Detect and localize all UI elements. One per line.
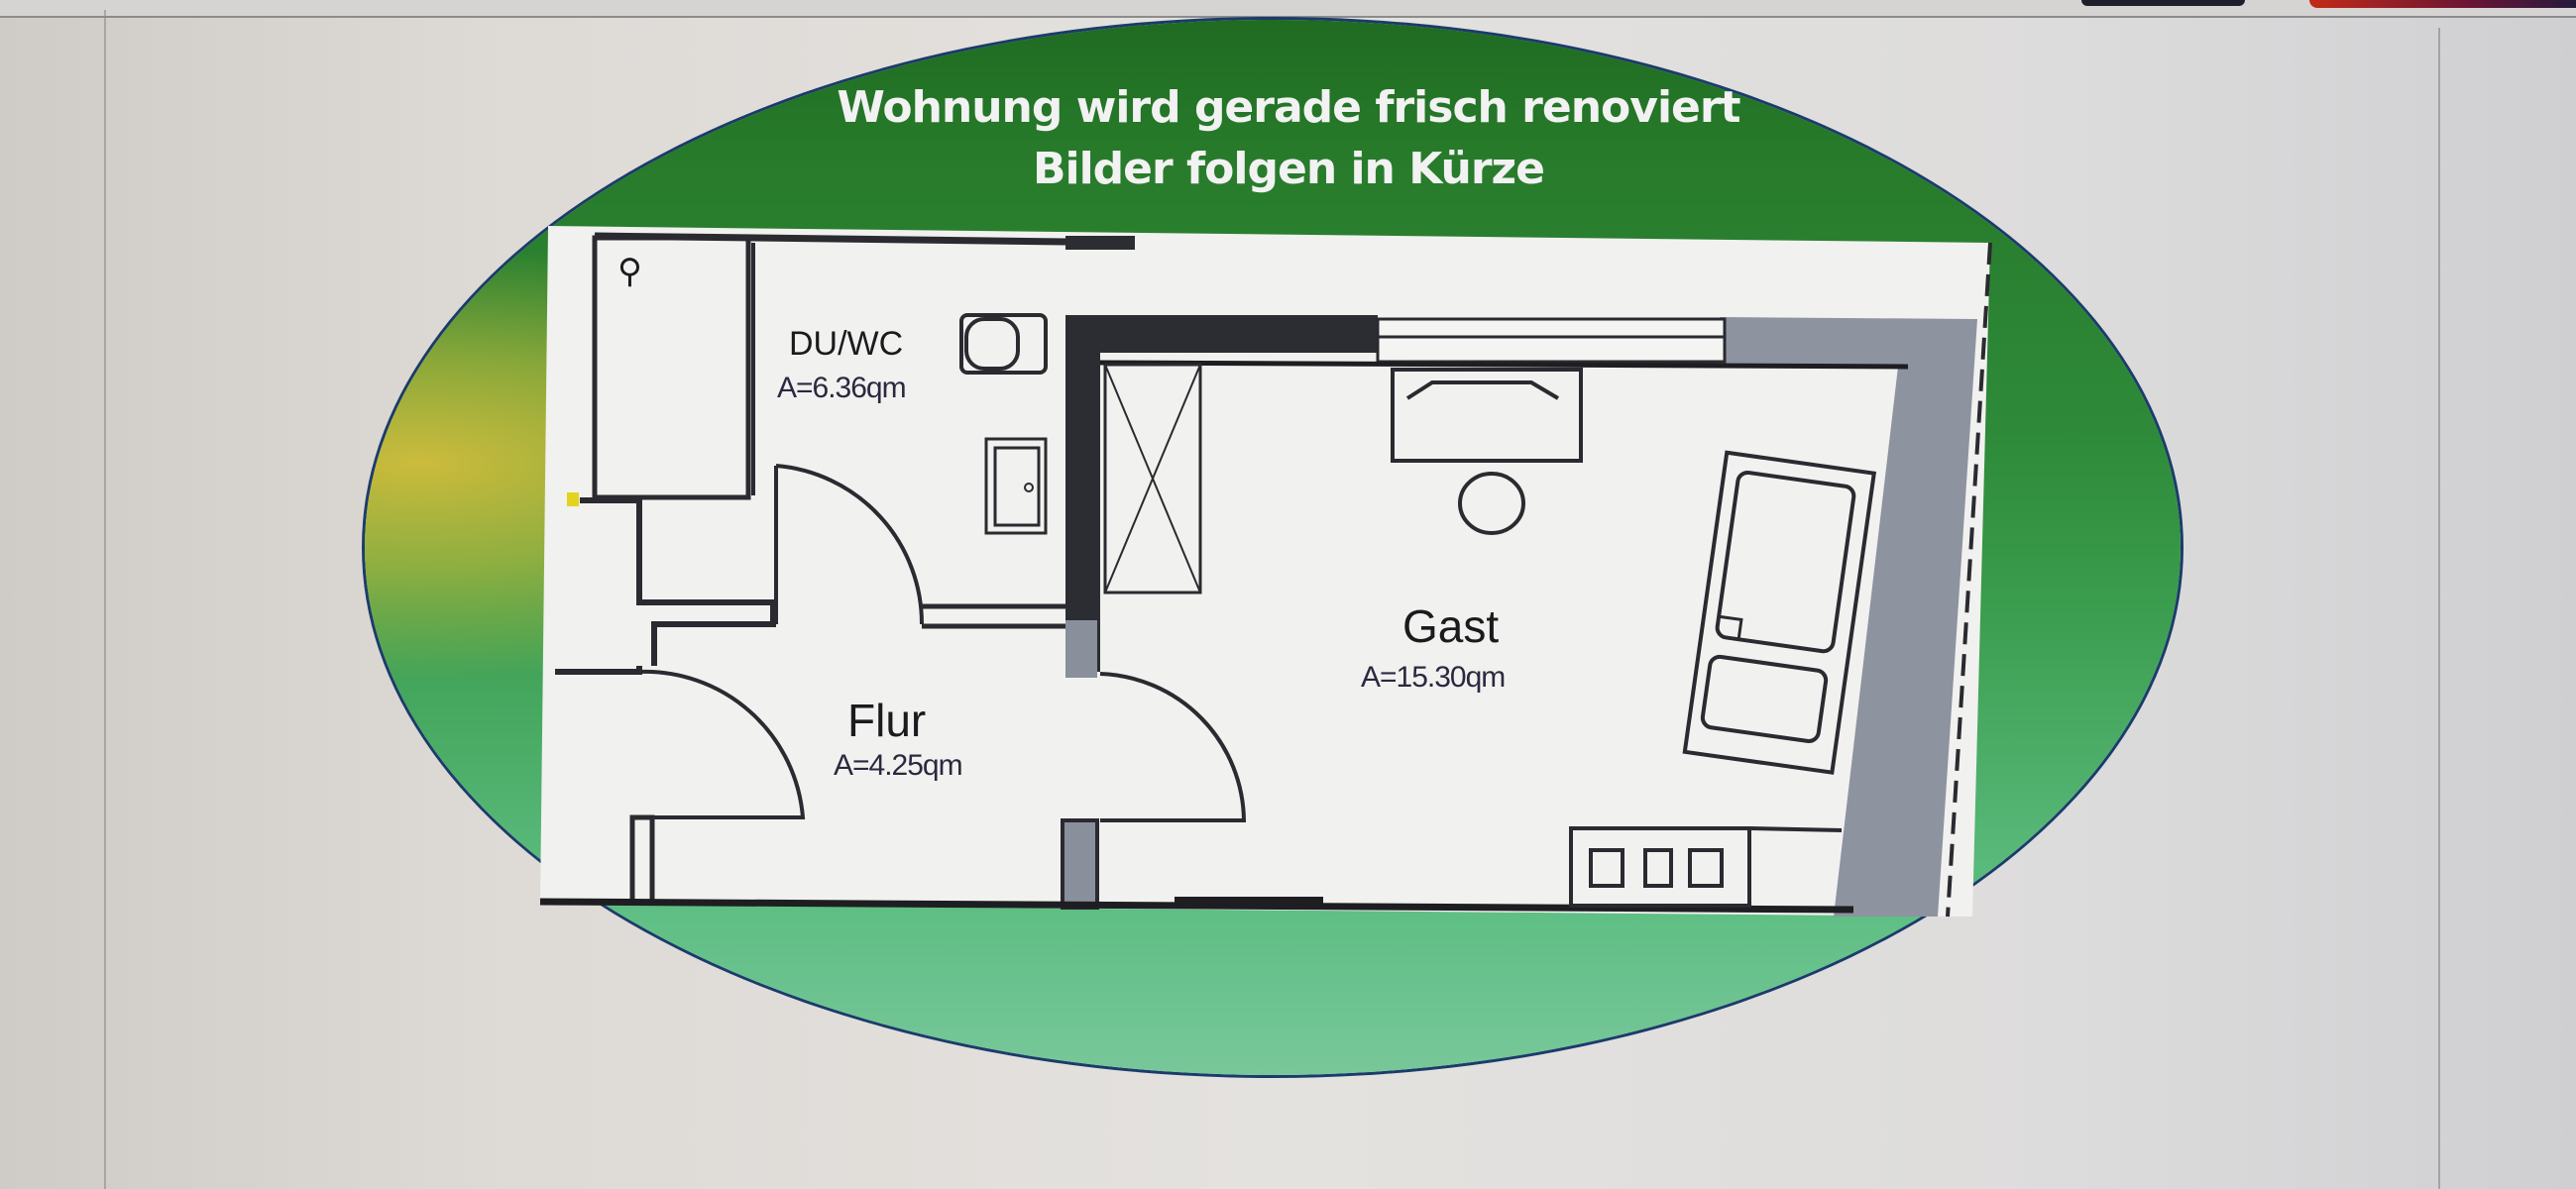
- window-sill-upper: [1376, 317, 1727, 339]
- toilet-icon: [959, 313, 1048, 375]
- room-name: Gast: [1402, 600, 1500, 652]
- room-area: A=4.25qm: [834, 749, 963, 782]
- interior-wall-dark: [1065, 315, 1100, 672]
- room-name: Flur: [847, 695, 927, 746]
- window-sill-lower: [1376, 335, 1727, 364]
- room-name: DU/WC: [789, 325, 904, 363]
- marker-yellow: [567, 492, 579, 506]
- taskbar-fragment-dark: [2081, 0, 2245, 6]
- exterior-wall-dashed-line: [1946, 242, 1992, 918]
- chair-icon: [1458, 472, 1525, 535]
- interior-wall-gray: [1061, 818, 1099, 910]
- room-du-wc: DU/WC A=6.36qm: [777, 325, 907, 405]
- announcement-line-1: Wohnung wird gerade frisch renoviert: [837, 82, 1740, 133]
- room-area: A=6.36qm: [777, 372, 907, 404]
- floor-area: [540, 226, 1990, 917]
- window-bottom: [1175, 897, 1323, 909]
- monitor-top-edge: [0, 0, 2576, 18]
- bed-icon: [1682, 450, 1877, 775]
- room-gast: Gast A=15.30qm: [1361, 599, 1506, 695]
- sink-icon: [984, 437, 1048, 535]
- page-margin-line-left: [104, 10, 106, 1189]
- bathroom-door-swing: [775, 464, 925, 625]
- page-margin-line-right: [2438, 28, 2440, 1189]
- desk-icon: [1391, 368, 1583, 463]
- shower-icon: ⚲: [617, 253, 642, 290]
- exterior-wall-right: [1720, 317, 1977, 917]
- wardrobe-icon: [1103, 363, 1202, 594]
- kitchenette-counter: [1569, 826, 1751, 908]
- announcement-line-2: Bilder folgen in Kürze: [1032, 144, 1545, 194]
- room-flur: Flur A=4.25qm: [834, 694, 963, 783]
- renovation-announcement: Wohnung wird gerade frisch renoviert Bil…: [694, 77, 1883, 200]
- stove-burner-icon: [1589, 848, 1624, 888]
- bathroom-shower-cabin: [592, 235, 751, 500]
- taskbar-fragment-red: [2309, 0, 2576, 8]
- stove-burner-icon: [1688, 848, 1724, 888]
- guest-door-swing: [1099, 672, 1247, 822]
- entrance-door-swing: [634, 669, 806, 819]
- room-area: A=15.30qm: [1361, 661, 1506, 694]
- stove-burner-icon: [1643, 848, 1673, 888]
